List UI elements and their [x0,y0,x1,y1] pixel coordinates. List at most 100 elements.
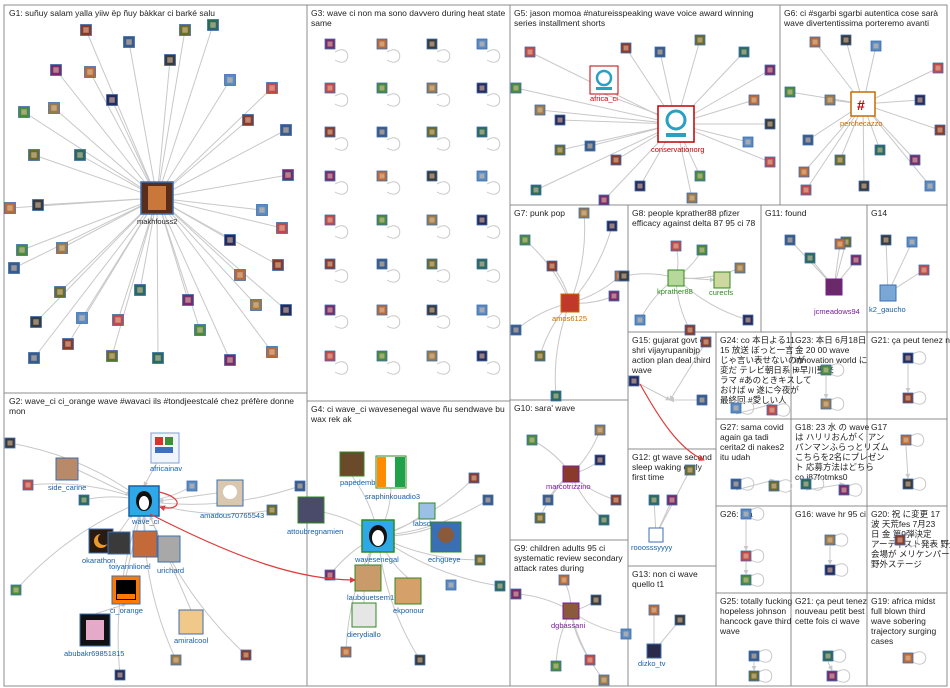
node-dizko-tv[interactable]: dizko_tv [638,643,666,668]
node-label-ekponour: ekponour [393,606,425,615]
edge-g24-1 [735,402,773,415]
node-g6-6-face [917,97,923,103]
node-wave-ci[interactable]: wave_ci [128,485,160,526]
node-attoubregnamien[interactable]: attoubregnamien [287,496,343,536]
loop-g3-1 [386,49,401,63]
loop-g20-0 [904,533,919,547]
node-g24-1-face [769,407,775,413]
node-g1-32-face [115,317,121,323]
edge-g5-2 [539,109,677,127]
group-title-g23: G23: 本日 6月18日 金 20 00 wave innovation wo… [795,335,870,375]
edge-g15-1 [669,341,707,401]
edge-g1-24 [156,197,279,266]
edge-g1-20 [156,196,283,229]
node-g6-12-face [801,169,807,175]
node-g2-2-face [25,482,31,488]
node-toiyannlionel[interactable]: toiyannlionel [107,531,151,571]
node-g22-1-face [905,395,911,401]
node-g3-6-face [429,85,435,91]
node-makhfouss2[interactable]: makhfouss2 [137,181,177,226]
edge-g1-9 [23,111,158,199]
node-g1-27-face [137,287,143,293]
loop-g23-1 [830,397,845,411]
group-title-g4: G4: ci wave_ci wavesenegal wave ñu sendw… [310,404,507,424]
group-title-g6: G6: ci #sgarbi sgarbi autentica cose sar… [783,8,940,28]
node-g7-5-face [537,353,543,359]
group-title-g2-line1: G2: wave_ci ci_orange wave #wavaci ils #… [9,396,294,406]
node-amadous70765543[interactable]: amadous70765543 [200,479,264,520]
loop-g3-12 [334,181,349,195]
node-kprather88[interactable]: kprather88 [657,269,693,296]
node-g5-11-face [745,139,751,145]
node-g16-0-face [827,537,833,543]
node-curecfs[interactable]: curecfs [709,271,733,297]
node-rooosssyyyy[interactable]: rooosssyyyy [631,527,673,552]
node-g2-3-face [13,587,19,593]
node-side-carine[interactable]: side_carine [48,457,86,492]
node-g5-10-face [767,121,773,127]
node-g3-20-face [327,261,333,267]
node-dierydiallo[interactable]: dierydiallo [347,602,381,639]
node-amiralcool[interactable]: amiralcool [174,609,209,645]
node-label-okarathon: okarathon [82,556,115,565]
node-perchecazzo[interactable]: # perchecazzo [840,91,883,128]
node-g5-7-face [741,49,747,55]
loop-g3-20 [334,269,349,283]
node-g14-1-face [909,239,915,245]
loop-g3-2 [436,49,451,63]
node-g1-33-face [197,327,203,333]
node-g3-1-face [379,41,385,47]
node-g3-17-face [379,217,385,223]
node-g3-23-face [479,261,485,267]
edge-g1-39 [154,197,160,359]
node-label-papedemba-d: papedemba_d [340,478,388,487]
loop-g17-0 [910,433,925,447]
node-marcotrizzino[interactable]: marcotrizzino [546,465,591,491]
loop-g3-7 [486,93,501,107]
node-g5-2-face [537,107,543,113]
loop-g3-15 [486,181,501,195]
node-g3-14-face [429,173,435,179]
group-title-g22: G21: ça peut tenez nouveau petit best ce… [871,335,950,345]
node-g9-6-face [601,677,607,683]
node-g5-6-face [697,37,703,43]
node-labsd[interactable]: labsd [413,502,436,528]
node-g4-1-face [485,497,491,503]
node-ci-orange[interactable]: ci_orange [110,575,143,615]
node-g3-31-face [479,353,485,359]
node-g8-2-face [673,243,679,249]
edge-g1-2 [155,29,186,199]
node-k2-gaucho[interactable]: k2_gaucho [869,284,906,314]
node-g7-7-face [611,293,617,299]
nodes [4,19,946,686]
node-label-dgbassani: dgbassani [551,621,586,630]
node-echgueye[interactable]: echgueye [428,521,462,564]
edge-g18-1 [805,482,845,491]
node-g3-19-face [479,217,485,223]
loop-g18-0 [810,477,825,491]
node-jcmeadows94[interactable]: jcmeadows94 [813,278,860,316]
edge-g6-13 [860,103,866,187]
node-g10-6-face [601,517,607,523]
node-wavesenegal[interactable]: wavesenegal [354,519,399,564]
node-g1-22-face [59,245,65,251]
node-dgbassani[interactable]: dgbassani [551,602,586,630]
node-urichard[interactable]: urichard [132,530,184,575]
node-laubouetsem1[interactable]: laubouetsem1 [347,564,394,602]
node-papedemba-d[interactable]: papedemba_d [339,451,388,487]
node-conservationorg[interactable]: conservationorg [651,105,704,154]
group-title-g2-line2: mon [9,406,26,416]
node-g5-14-face [689,195,695,201]
node-label-amos6125: amos6125 [552,314,587,323]
node-g8-4-face [737,265,743,271]
node-g1-16-face [285,172,291,178]
node-ekponour[interactable]: ekponour [393,577,425,615]
node-abubakr69851815[interactable]: abubakr69851815 [64,613,124,658]
node-g2-6-face [243,652,249,658]
node-africainav[interactable]: africainav [150,432,182,473]
node-sraphinkouadio3[interactable]: sraphinkouadio3 [365,455,420,501]
node-amos6125[interactable]: amos6125 [552,293,587,323]
node-africa-ci[interactable]: africa_ci [589,65,619,103]
node-g12-1-face [651,497,657,503]
edge-g6-15 [805,103,864,191]
